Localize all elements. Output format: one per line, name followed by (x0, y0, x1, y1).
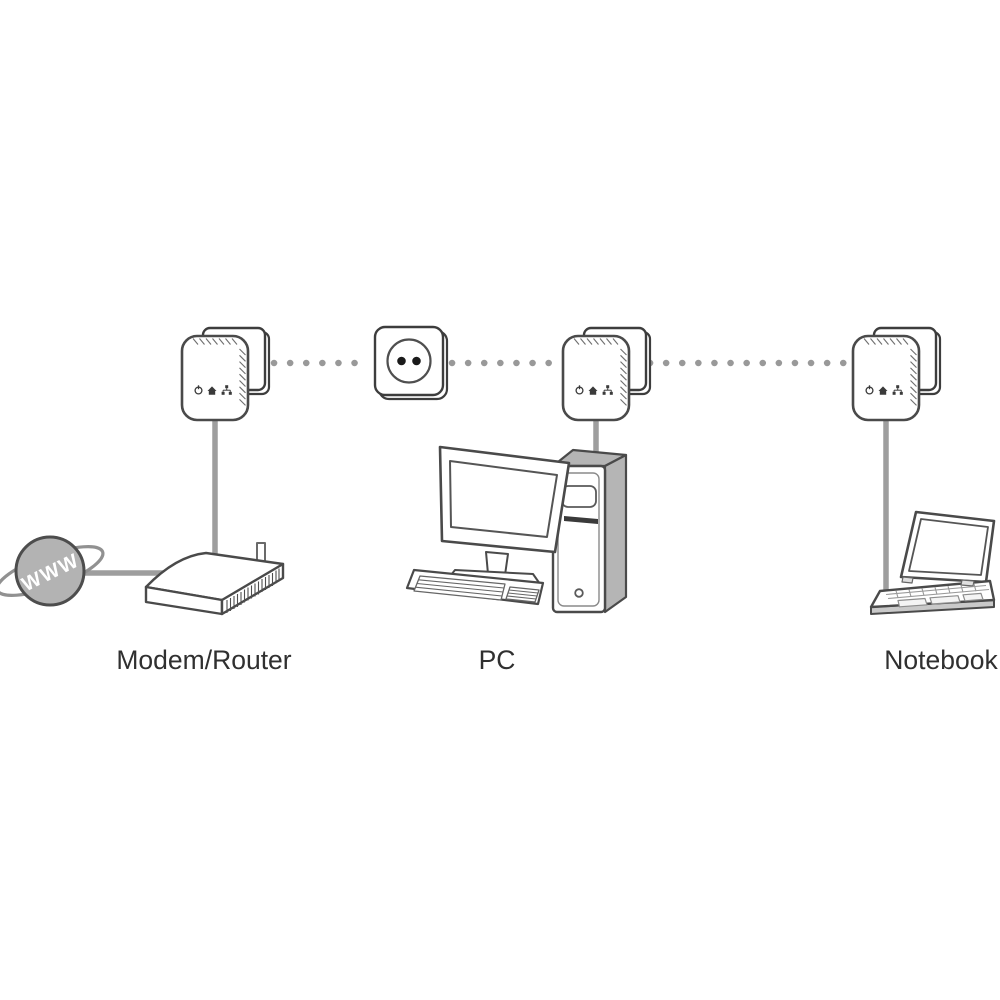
router-vents (226, 568, 280, 613)
tower-slot (564, 516, 598, 524)
pc-tower (551, 448, 628, 614)
www-globe-icon: WWW (0, 535, 105, 607)
keyboard-key-rows (415, 579, 505, 597)
pc-keyboard (405, 568, 545, 606)
tower-drive-bay (561, 485, 597, 508)
notebook-touchpad (897, 592, 984, 608)
powerline-adapter-3-icon (851, 326, 942, 422)
notebook-key-rows (885, 583, 990, 600)
label-notebook: Notebook (884, 645, 998, 675)
notebook-icon (869, 510, 996, 615)
socket-holes (397, 356, 421, 366)
numpad-key-rows (506, 589, 539, 600)
pc-monitor (438, 445, 571, 585)
notebook-screen (908, 518, 989, 576)
globe-sphere (14, 535, 86, 607)
monitor-screen (449, 460, 558, 538)
tower-power-button (574, 588, 584, 598)
powerline-adapter-1-icon (180, 326, 271, 422)
label-modem-router: Modem/Router (116, 645, 291, 675)
modem-router-icon (144, 542, 285, 616)
notebook-hinges (901, 576, 975, 587)
desktop-pc-icon (405, 445, 628, 614)
socket-well (386, 338, 432, 384)
wall-socket-icon (373, 325, 449, 401)
powerline-adapter-2-icon (561, 326, 652, 422)
label-pc: PC (479, 645, 516, 675)
